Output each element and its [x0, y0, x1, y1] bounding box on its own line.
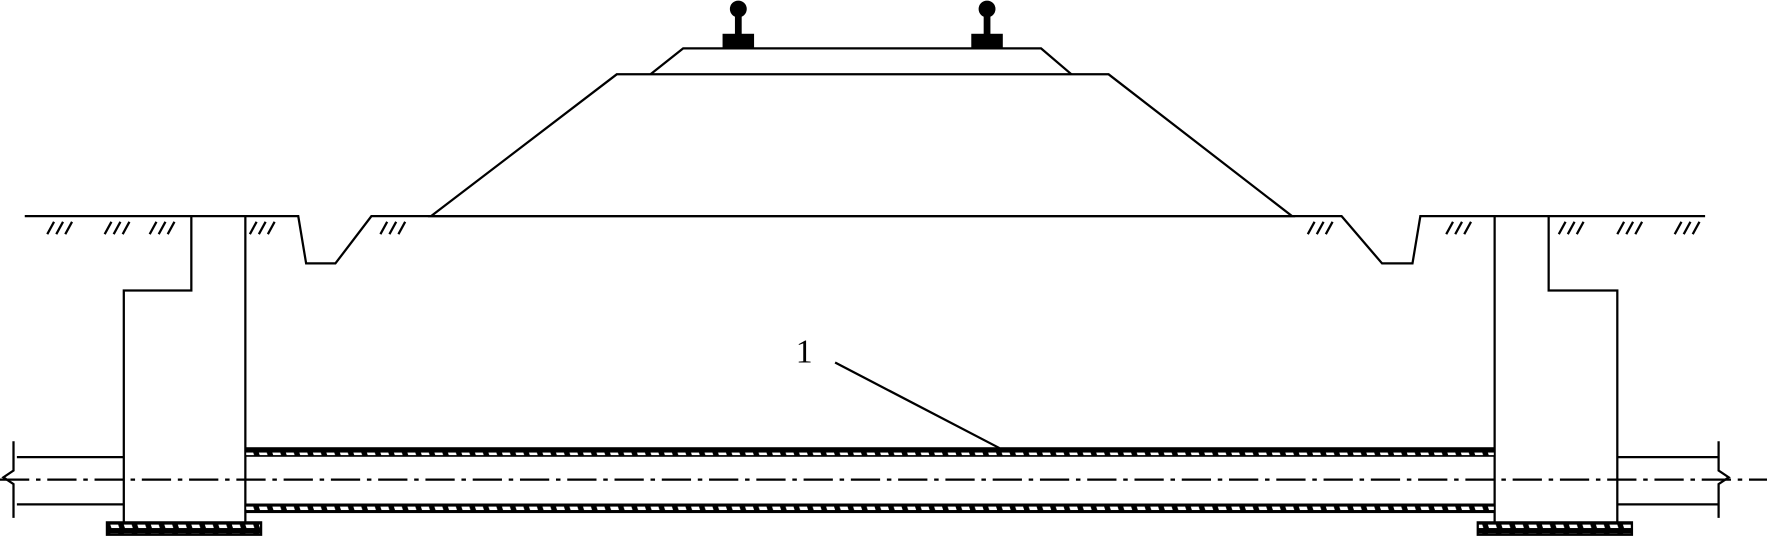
- ground-hatch-tick: [1315, 221, 1325, 235]
- right-shaft-wall: [1547, 216, 1619, 524]
- ground-hatch-tick: [1682, 221, 1692, 235]
- left-footing: [105, 521, 263, 536]
- ground-hatch-tick: [112, 221, 122, 235]
- ground-hatch-tick: [121, 221, 131, 235]
- ground-hatch-tick: [1634, 221, 1644, 235]
- ground-hatch-tick: [46, 221, 56, 235]
- callout-leader-line: [834, 361, 1000, 450]
- embankment-fill: [427, 73, 1296, 218]
- rail-left-icon: [722, 0, 755, 49]
- ground-line: [24, 215, 1706, 265]
- ground-hatch-tick: [1557, 221, 1567, 235]
- ground-hatch-tick: [55, 221, 65, 235]
- right-footing: [1476, 521, 1634, 536]
- casing-pipe-top-wall: [244, 447, 1496, 457]
- ground-hatch-tick: [1616, 221, 1626, 235]
- callout-label: 1: [796, 333, 813, 370]
- ground-hatch-tick: [1673, 221, 1683, 235]
- casing-pipe-bottom-wall: [244, 503, 1496, 514]
- ground-hatch-tick: [103, 221, 113, 235]
- ground-hatch-tick: [1445, 221, 1454, 235]
- ground-hatch-tick: [1463, 221, 1472, 235]
- ground-hatch-tick: [1306, 221, 1316, 235]
- ground-hatch-tick: [257, 221, 267, 235]
- ground-hatch: [46, 221, 1701, 235]
- ground-hatch-tick: [1575, 221, 1585, 235]
- ground-hatch-tick: [157, 221, 167, 235]
- outer-pipe-right: [1617, 441, 1731, 518]
- rail-right-icon: [971, 0, 1003, 49]
- left-shaft-wall: [122, 216, 193, 524]
- ground-hatch-tick: [64, 221, 74, 235]
- ground-hatch-tick: [388, 221, 398, 235]
- outer-pipe-left: [1, 441, 124, 518]
- ground-hatch-tick: [248, 221, 258, 235]
- ground-hatch-tick: [397, 221, 407, 235]
- ground-hatch-tick: [166, 221, 176, 235]
- ground-hatch-tick: [1454, 221, 1463, 235]
- ground-hatch-tick: [1324, 221, 1334, 235]
- ballast-profile: [649, 47, 1073, 76]
- ground-hatch-tick: [266, 221, 276, 235]
- ground-hatch-tick: [148, 221, 158, 235]
- ground-hatch-tick: [1625, 221, 1635, 235]
- ground-hatch-tick: [1566, 221, 1576, 235]
- ground-hatch-tick: [379, 221, 389, 235]
- ground-hatch-tick: [1691, 221, 1701, 235]
